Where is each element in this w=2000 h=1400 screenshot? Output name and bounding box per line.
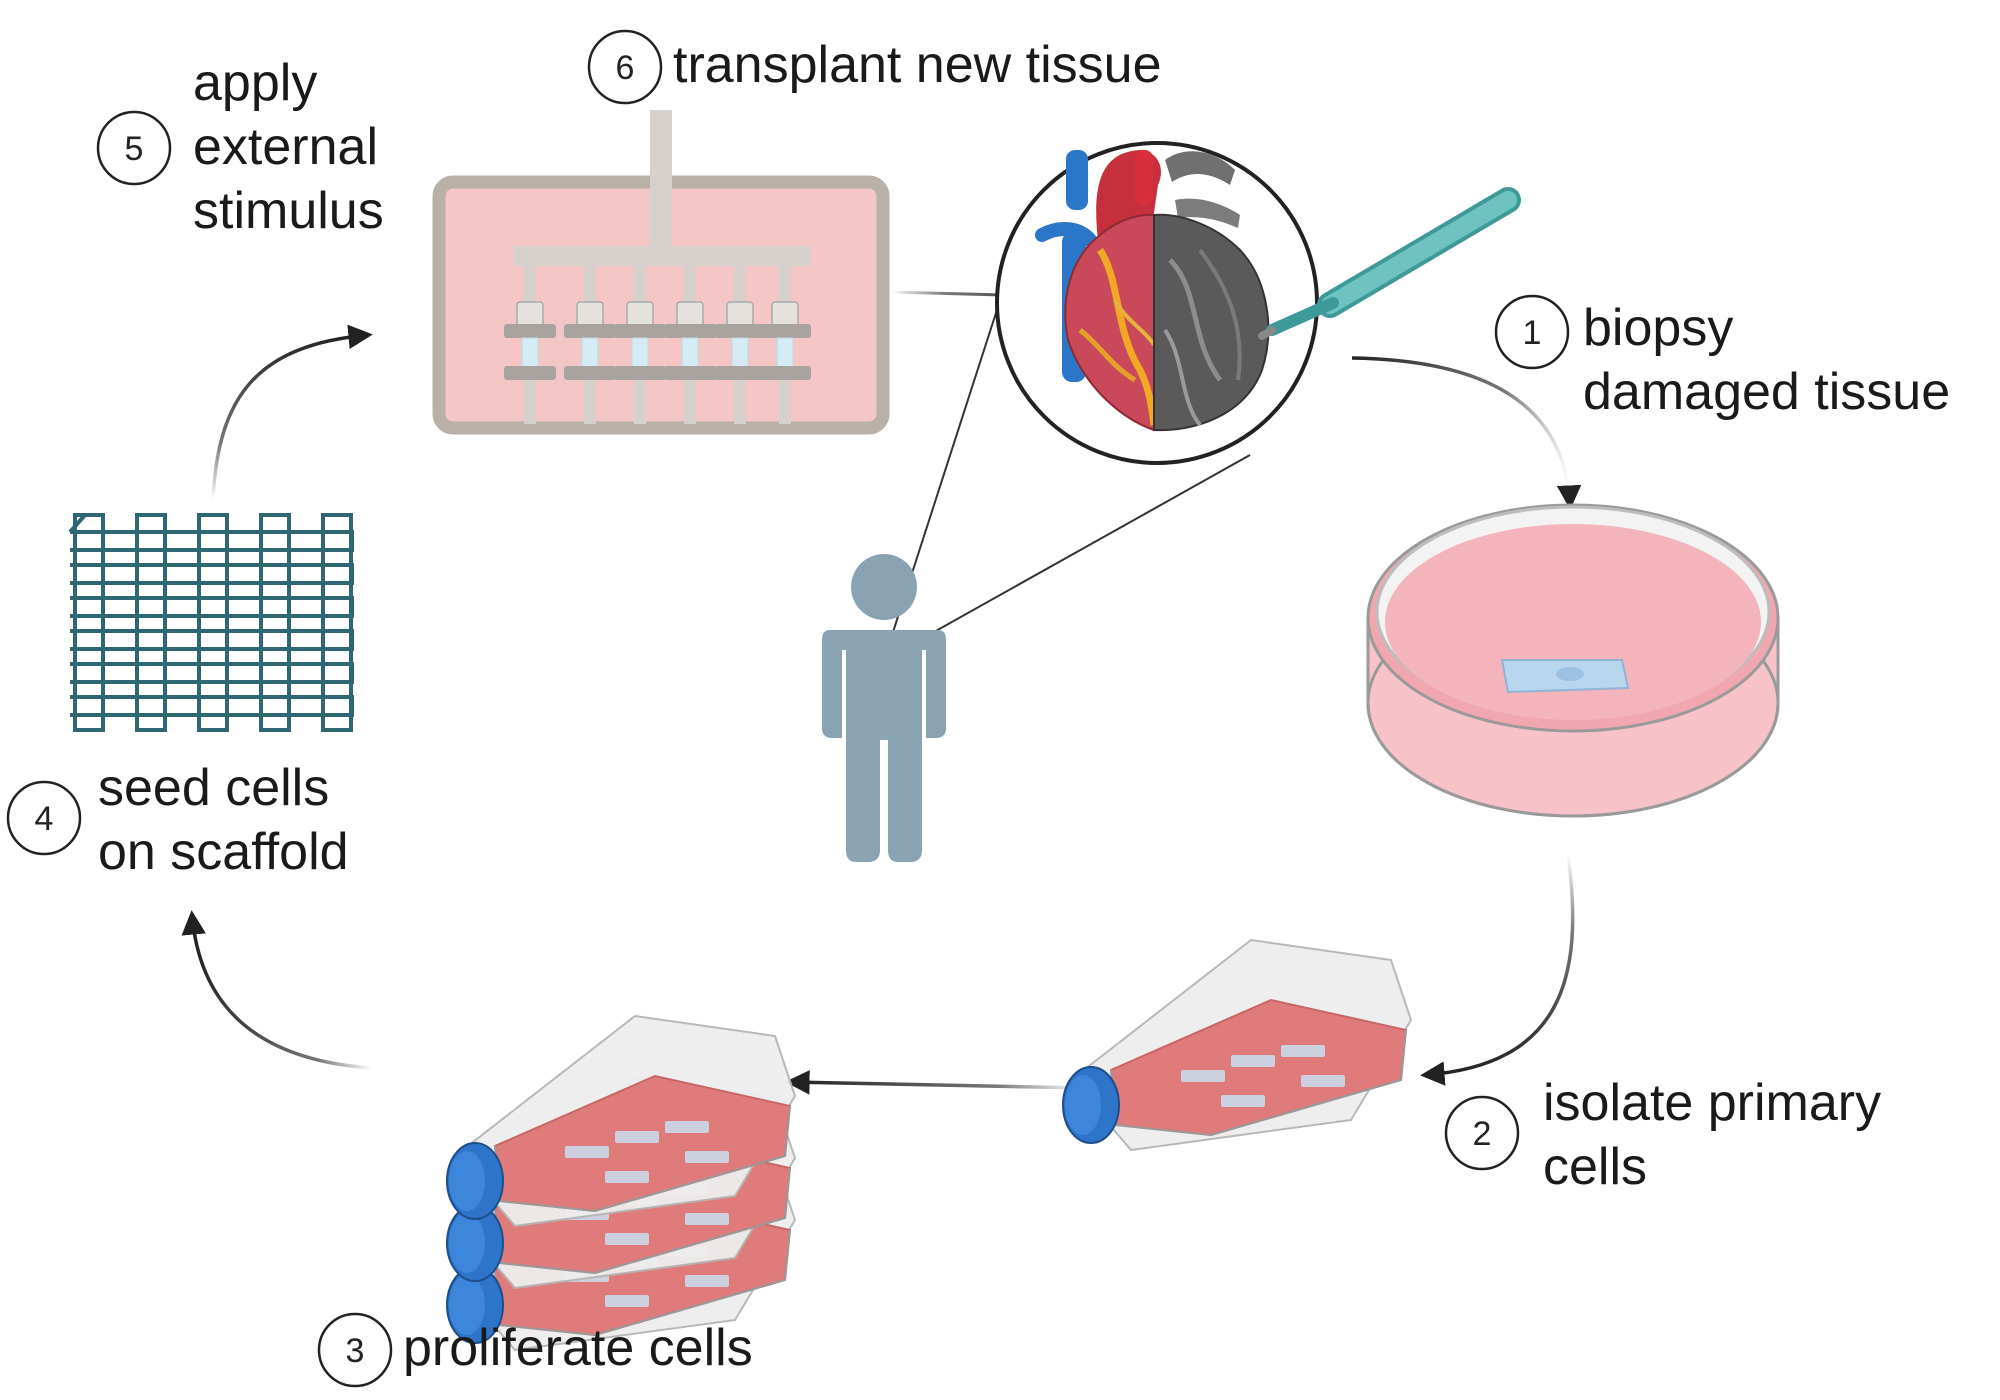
arrow-dish-to-flask — [1420, 854, 1575, 1086]
bioreactor-icon — [432, 110, 890, 435]
step-5-text-line: apply — [193, 54, 317, 112]
arrow-stack-to-scaffold — [181, 910, 373, 1070]
cycle-arrows — [181, 286, 1582, 1095]
step-6-number: 6 — [616, 49, 635, 87]
step-1-text-line: biopsy — [1583, 299, 1733, 357]
step-5-text-line: external — [193, 118, 378, 176]
step-5-text-line: stimulus — [193, 182, 384, 240]
step-1-label: 1 biopsy damaged tissue — [1494, 294, 1950, 421]
stacked-flasks-icon — [446, 1014, 797, 1352]
arrow-heart-to-dish — [1351, 356, 1582, 510]
step-5-number: 5 — [125, 130, 144, 168]
heart-icon — [1035, 150, 1270, 432]
step-4-text-line: on scaffold — [98, 823, 349, 881]
step-3-label: 3 proliferate cells — [317, 1312, 753, 1388]
step-3-number-badge — [317, 1312, 393, 1388]
step-2-number: 2 — [1473, 1115, 1492, 1153]
step-4-number-badge — [6, 780, 82, 856]
petri-dish-icon — [1366, 503, 1780, 818]
step-2-text-line: cells — [1543, 1138, 1647, 1196]
biopsy-punch-icon — [1258, 187, 1521, 340]
step-1-number: 1 — [1523, 314, 1542, 352]
step-1-number-badge — [1494, 294, 1570, 370]
step-1-text-line: damaged tissue — [1583, 363, 1950, 421]
step-3-number: 3 — [346, 1332, 365, 1370]
step-5-label: 5 apply external stimulus — [96, 54, 384, 240]
step-4-number: 4 — [35, 800, 54, 838]
arrow-flask-to-stack — [785, 1070, 1086, 1095]
step-6-text-line: transplant new tissue — [673, 36, 1162, 94]
person-icon — [822, 554, 946, 862]
step-4-label: 4 seed cells on scaffold — [6, 759, 349, 881]
step-5-number-badge — [96, 110, 172, 186]
step-3-text-line: proliferate cells — [403, 1319, 753, 1377]
arrow-scaffold-to-bioreactor — [211, 324, 373, 501]
scaffold-mesh-icon — [68, 513, 354, 732]
step-4-text-line: seed cells — [98, 759, 329, 817]
step-2-number-badge — [1444, 1095, 1520, 1171]
culture-flask-icon — [1062, 938, 1413, 1152]
step-2-text-line: isolate primary — [1543, 1074, 1881, 1132]
step-2-label: 2 isolate primary cells — [1444, 1074, 1881, 1196]
step-6-label: 6 transplant new tissue — [587, 29, 1162, 105]
step-6-number-badge — [587, 29, 663, 105]
